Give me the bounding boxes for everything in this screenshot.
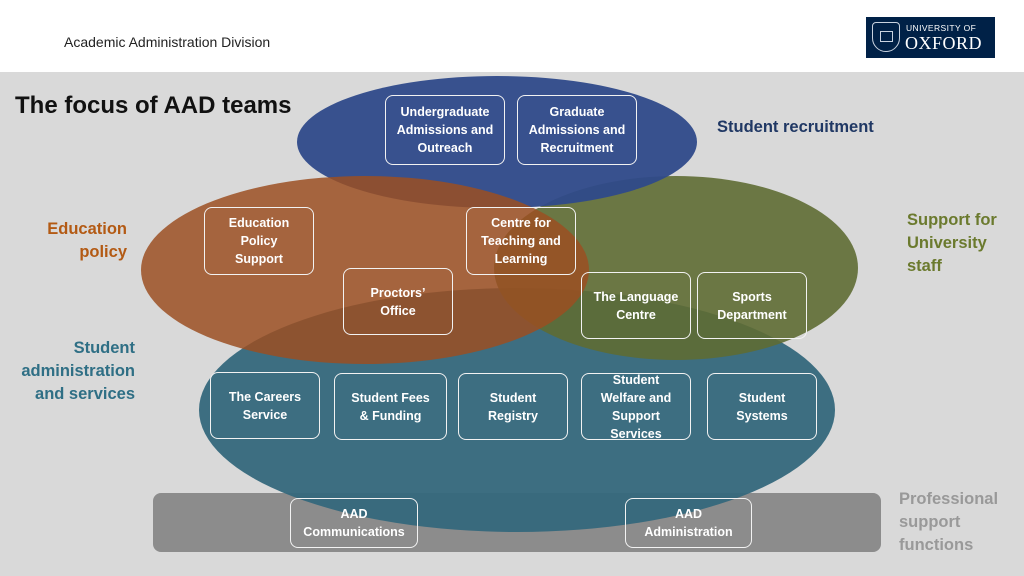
- team-education-policy-support: Education Policy Support: [204, 207, 314, 275]
- page-title: The focus of AAD teams: [15, 92, 292, 119]
- team-student-fees-funding: Student Fees & Funding: [334, 373, 447, 440]
- team-graduate-admissions: Graduate Admissions and Recruitment: [517, 95, 637, 165]
- staff-support-ellipse: [494, 176, 858, 360]
- header-bar: Academic Administration Division UNIVERS…: [0, 0, 1024, 72]
- recruitment-ellipse: [297, 76, 697, 208]
- team-aad-administration: AAD Administration: [625, 498, 752, 548]
- label-student-recruitment: Student recruitment: [717, 118, 874, 136]
- label-student-administration: Student administration and services: [21, 339, 135, 403]
- team-aad-communications: AAD Communications: [290, 498, 418, 548]
- team-centre-teaching-learning: Centre for Teaching and Learning: [466, 207, 576, 275]
- team-careers-service: The Careers Service: [210, 372, 320, 439]
- education-ellipse: [141, 176, 589, 364]
- label-professional-support: Professional support functions: [899, 490, 999, 554]
- crest-icon: [872, 22, 900, 52]
- team-student-welfare-support: Student Welfare and Support Services: [581, 373, 691, 441]
- logo-line2: OXFORD: [905, 33, 983, 53]
- team-undergraduate-admissions: Undergraduate Admissions and Outreach: [385, 95, 505, 165]
- team-language-centre: The Language Centre: [581, 272, 691, 339]
- division-name: Academic Administration Division: [64, 34, 271, 50]
- oxford-logo: UNIVERSITY OF OXFORD: [866, 17, 995, 58]
- team-proctors-office: Proctors’ Office: [343, 268, 453, 335]
- team-student-systems: Student Systems: [707, 373, 817, 440]
- team-sports-department: Sports Department: [697, 272, 807, 339]
- label-education-policy: Education policy: [47, 220, 127, 261]
- logo-line1: UNIVERSITY OF: [906, 23, 977, 33]
- label-staff-support: Support for University staff: [907, 211, 997, 275]
- team-student-registry: Student Registry: [458, 373, 568, 440]
